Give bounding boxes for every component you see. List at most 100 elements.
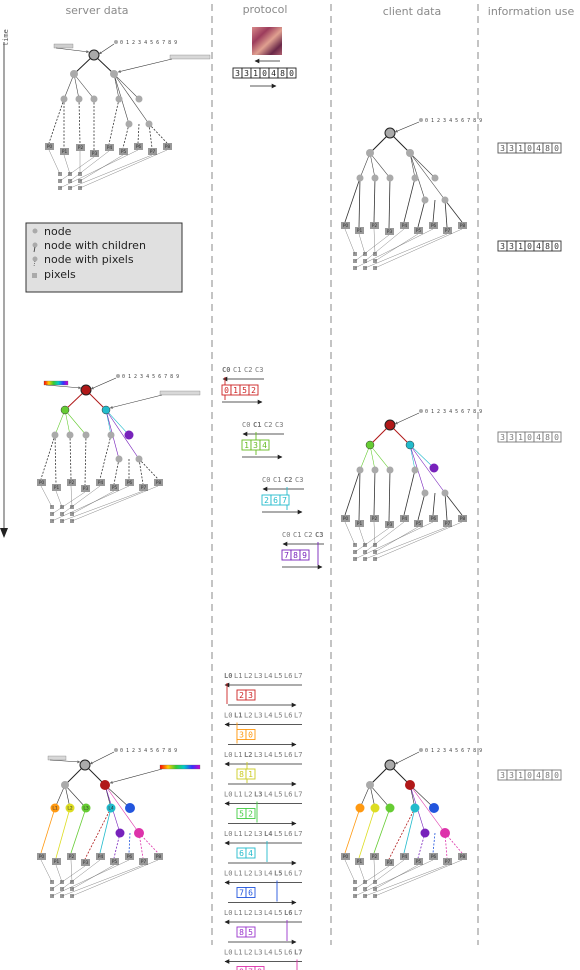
stage2-packet-group-2: C0C1C2C3267 xyxy=(262,476,304,512)
pixel-label-2: P2 xyxy=(69,854,75,860)
stage3-level-name-6-0: L0 xyxy=(224,909,232,917)
tree-layer: P0P1P2P3P4P5P6P7P80 1 2 3 4 5 6 7 8 9P0P… xyxy=(37,40,482,898)
tree-leaf-node xyxy=(429,803,439,813)
stage3-level-name-0-2: L2 xyxy=(244,672,252,680)
tree-leaf-node xyxy=(357,467,364,474)
legend-node-text: node xyxy=(44,225,72,238)
stage3-packet-2-cell-text-0: 8 xyxy=(239,770,244,779)
stage2-packet-0-cell-text-1: 1 xyxy=(233,386,238,395)
pixel-link xyxy=(123,124,129,148)
stage3-level-name-5-7: L7 xyxy=(294,870,302,878)
stage1-packet: 3310480 xyxy=(233,68,296,78)
stage2-packet-3: 789 xyxy=(282,550,309,560)
stage3-packet-5: 76 xyxy=(237,888,255,898)
pixel-label-3: P3 xyxy=(387,860,393,866)
grid-link xyxy=(52,486,129,521)
digit-node xyxy=(419,748,423,752)
info-box-d-cell-text-5: 8 xyxy=(545,771,550,780)
stage1-sub-strip xyxy=(170,55,210,59)
stage2-cluster-name-2-1: C1 xyxy=(273,476,281,484)
stage3-level-name-4-7: L7 xyxy=(294,830,302,838)
digit-sequence: 0 1 2 3 4 5 6 7 8 9 xyxy=(120,40,177,46)
stage2-cluster-name-0-2: C2 xyxy=(244,366,252,374)
info-box-a-cell-text-1: 3 xyxy=(509,144,514,153)
pixel-label-5: P5 xyxy=(112,859,118,865)
tree-mid-node xyxy=(406,441,414,449)
pixel-label-3: P3 xyxy=(83,860,89,866)
stage3-level-name-1-0: L0 xyxy=(224,712,232,720)
stage2-packet-3-cell-text-0: 7 xyxy=(284,551,289,560)
grid-link xyxy=(365,865,447,896)
pixel-label-3: P3 xyxy=(83,486,89,492)
stage1-packet-cell-text-4: 4 xyxy=(271,69,276,78)
stage2-cluster-name-3-2: C2 xyxy=(304,531,312,539)
stage2-rainbow-strip-pointer xyxy=(46,385,81,388)
info-box-c-cell-text-1: 3 xyxy=(509,433,514,442)
stage3-level-name-6-7: L7 xyxy=(294,909,302,917)
pixel-link xyxy=(359,808,375,858)
info-box-d-cell-text-6: 0 xyxy=(554,771,559,780)
stage3-level-name-6-1: L1 xyxy=(234,909,242,917)
tree-edge xyxy=(65,410,86,435)
stage2-packet-1-cell-text-2: 4 xyxy=(262,441,267,450)
tree-leaf-node xyxy=(430,464,439,473)
tree-leaf-node xyxy=(136,96,143,103)
tree-mid-node xyxy=(366,441,374,449)
info-box-b-cell-text-5: 8 xyxy=(545,242,550,251)
pixel-label-1: P1 xyxy=(357,228,363,234)
tree-leaf-node xyxy=(116,96,123,103)
stage3-level-name-5-1: L1 xyxy=(234,870,242,878)
stage3-packet-group-6: L0L1L2L3L4L5L6L785 xyxy=(224,909,302,942)
grid-link xyxy=(355,528,389,552)
stage3-level-name-1-1: L1 xyxy=(234,712,242,720)
legend-node-icon xyxy=(33,229,38,234)
stage3-level-name-3-0: L0 xyxy=(224,791,232,799)
tree-leaf-node xyxy=(134,828,144,838)
pixel-label-2: P2 xyxy=(69,480,75,486)
legend-pixels-icon xyxy=(32,273,37,278)
stage3-packet-6-cell-text-0: 8 xyxy=(239,928,244,937)
pixel-link xyxy=(79,99,80,144)
stage3-level-name-2-3: L3 xyxy=(254,751,262,759)
stage3-level-name-4-1: L1 xyxy=(234,830,242,838)
stage3-level-name-4-5: L5 xyxy=(274,830,282,838)
stage2-cluster-name-2-0: C0 xyxy=(262,476,270,484)
stage2-sub-strip-pointer xyxy=(110,395,162,408)
stage3-packet-0-cell-text-1: 3 xyxy=(248,691,253,700)
digit-pointer xyxy=(395,122,419,132)
stage3-packet-6: 85 xyxy=(237,927,255,937)
pixel-link xyxy=(85,435,86,485)
stage3-packet-1-cell-text-0: 3 xyxy=(239,731,244,740)
pixel-link xyxy=(114,459,119,484)
pixel-label-4: P4 xyxy=(402,223,408,229)
stage2-cluster-name-0-0: C0 xyxy=(222,366,230,374)
grid-link xyxy=(365,229,404,261)
stage3-packet-1-cell-text-1: 0 xyxy=(248,731,253,740)
grid-link xyxy=(355,866,389,889)
stage1-client-tree: P0P1P2P3P4P5P6P7P80 1 2 3 4 5 6 7 8 9 xyxy=(341,118,482,270)
pixel-link xyxy=(109,99,119,144)
pixel-label-8: P8 xyxy=(156,854,162,860)
stage3-level-name-5-0: L0 xyxy=(224,870,232,878)
stage3-packet-group-7: L0L1L2L3L4L5L6L7978 xyxy=(224,949,302,970)
info-box-c-cell-text-6: 0 xyxy=(554,433,559,442)
pixel-label-1: P1 xyxy=(54,485,60,491)
digit-node xyxy=(116,374,120,378)
pixel-label-0: P0 xyxy=(343,223,349,229)
tree-mid-node xyxy=(366,149,374,157)
grid-link xyxy=(71,486,72,507)
stage1-packet-cell-text-3: 0 xyxy=(262,69,267,78)
grid-link xyxy=(359,234,365,254)
tree-leaf-node xyxy=(125,431,134,440)
info-box-c-cell-text-0: 3 xyxy=(500,433,505,442)
tree-leaf-node xyxy=(108,432,115,439)
tree-root-node xyxy=(385,420,395,430)
tree-leaf-node xyxy=(387,175,394,182)
stage3-level-name-6-6: L6 xyxy=(284,909,292,917)
info-box-b-cell-text-0: 3 xyxy=(500,242,505,251)
pixel-link xyxy=(433,493,435,515)
info-box-d-cell-text-1: 3 xyxy=(509,771,514,780)
grid-link xyxy=(359,527,365,545)
